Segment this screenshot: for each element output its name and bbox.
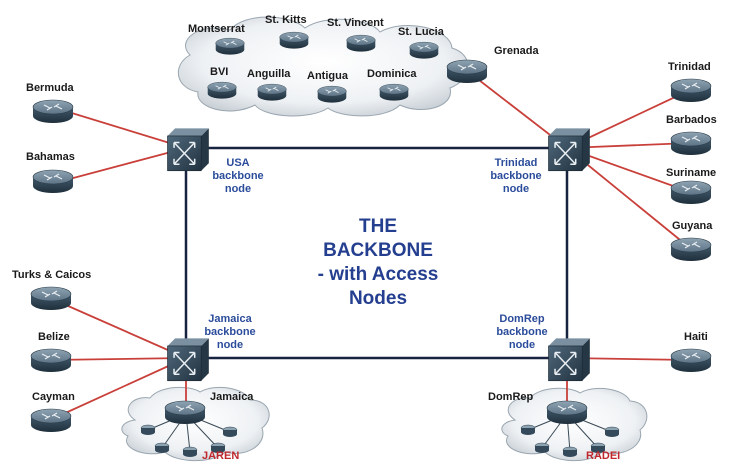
switch-icon-domrep xyxy=(547,337,591,382)
link-bermuda xyxy=(61,109,187,149)
router-icon xyxy=(546,400,588,425)
radei-cloud xyxy=(501,387,648,462)
server-icon xyxy=(182,446,198,458)
label-barbados: Barbados xyxy=(666,114,717,126)
label-jamaica: Jamaica xyxy=(210,391,254,403)
trinidad-node-label-1: Trinidad xyxy=(495,157,538,169)
label-belize: Belize xyxy=(38,331,70,343)
switch-icon-jamaica xyxy=(166,337,210,382)
label-bvi: BVI xyxy=(210,66,228,78)
router-icon xyxy=(317,85,347,104)
router-icon xyxy=(207,81,237,100)
usa-node-label-3: node xyxy=(225,183,251,195)
backbone-links xyxy=(184,146,569,360)
usa-node-label-1: USA xyxy=(226,157,249,169)
label-antigua: Antigua xyxy=(307,70,349,82)
router-icon xyxy=(409,41,439,60)
label-suriname: Suriname xyxy=(666,167,716,179)
server-icon xyxy=(534,442,550,454)
jamaica-node-label-2: backbone xyxy=(204,326,255,338)
label-dominica: Dominica xyxy=(367,68,417,80)
label-cayman: Cayman xyxy=(32,391,75,403)
router-icon xyxy=(215,37,245,56)
router-icon xyxy=(670,78,712,103)
link-turks-caicos xyxy=(49,297,187,359)
router-icon xyxy=(670,131,712,156)
label-bahamas: Bahamas xyxy=(26,151,75,163)
switch-icon-trinidad xyxy=(547,127,591,172)
label-st-lucia: St. Lucia xyxy=(398,26,445,38)
router-icon xyxy=(379,83,409,102)
server-icon xyxy=(604,426,620,438)
router-icon xyxy=(346,34,376,53)
label-bermuda: Bermuda xyxy=(26,82,75,94)
trinidad-node-label-3: node xyxy=(503,183,529,195)
domrep-node-label-3: node xyxy=(509,339,535,351)
label-radei: RADEI xyxy=(586,450,620,462)
server-icon xyxy=(520,424,536,436)
server-icon xyxy=(154,442,170,454)
title-line-2: BACKBONE xyxy=(323,240,433,261)
label-turks-caicos: Turks & Caicos xyxy=(12,269,91,281)
label-anguilla: Anguilla xyxy=(247,68,291,80)
server-icon xyxy=(562,446,578,458)
jamaica-node-label-3: node xyxy=(217,339,243,351)
label-guyana: Guyana xyxy=(672,220,713,232)
label-domrep: DomRep xyxy=(488,391,534,403)
router-icon xyxy=(670,237,712,262)
link-bahamas xyxy=(61,147,187,182)
router-icon xyxy=(279,31,309,50)
switch-icon-usa xyxy=(166,127,210,172)
router-icon xyxy=(670,180,712,205)
router-icon xyxy=(446,59,488,84)
label-st-kitts: St. Kitts xyxy=(265,14,307,26)
usa-node-label-2: backbone xyxy=(212,170,263,182)
server-icon xyxy=(140,424,156,436)
label-st-vincent: St. Vincent xyxy=(327,17,384,29)
router-icon xyxy=(164,400,206,425)
router-icon xyxy=(30,408,72,433)
label-montserrat: Montserrat xyxy=(188,23,245,35)
title-line-4: Nodes xyxy=(349,288,407,309)
label-jaren: JAREN xyxy=(202,450,239,462)
router-icon xyxy=(30,286,72,311)
domrep-node-label-1: DomRep xyxy=(499,313,545,325)
label-grenada: Grenada xyxy=(494,45,540,57)
label-trinidad: Trinidad xyxy=(668,61,711,73)
link-belize xyxy=(49,357,187,361)
jamaica-node-label-1: Jamaica xyxy=(208,313,252,325)
label-haiti: Haiti xyxy=(684,331,708,343)
router-icon xyxy=(32,99,74,124)
router-icon xyxy=(670,348,712,373)
router-icon xyxy=(257,83,287,102)
title-line-3: - with Access xyxy=(318,264,439,285)
domrep-node-label-2: backbone xyxy=(496,326,547,338)
router-icon xyxy=(32,169,74,194)
router-icon xyxy=(30,348,72,373)
trinidad-node-label-2: backbone xyxy=(490,170,541,182)
link-cayman xyxy=(49,357,187,421)
title-line-1: THE xyxy=(359,216,397,237)
server-icon xyxy=(222,426,238,438)
